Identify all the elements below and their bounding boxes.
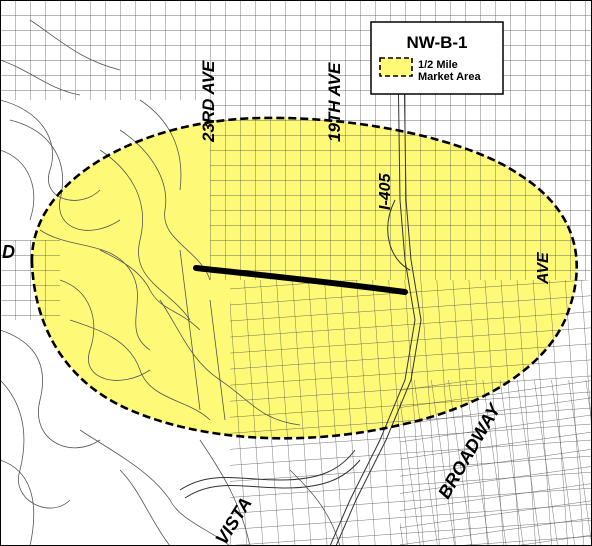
legend-swatch (379, 57, 413, 77)
legend-item-line1: 1/2 Mile (418, 59, 458, 71)
market-area-boundary (30, 116, 578, 440)
label-23rd-ave: 23RD AVE (199, 60, 218, 143)
legend: NW-B-1 1/2 Mile Market Area (370, 21, 504, 95)
nw-b-1-corridor-line (193, 265, 408, 295)
label-19th-ave: 19TH AVE (325, 62, 344, 142)
street-grid-southeast (400, 380, 592, 546)
hillside-streets (0, 19, 341, 546)
label-ave-east: AVE (535, 251, 552, 285)
legend-title: NW-B-1 (406, 33, 467, 52)
label-i405: I-405 (377, 172, 394, 210)
i405-highway-lines (179, 59, 422, 546)
street-grid-west (0, 0, 210, 320)
legend-item-line2: Market Area (418, 71, 481, 83)
label-d: D (2, 242, 15, 262)
